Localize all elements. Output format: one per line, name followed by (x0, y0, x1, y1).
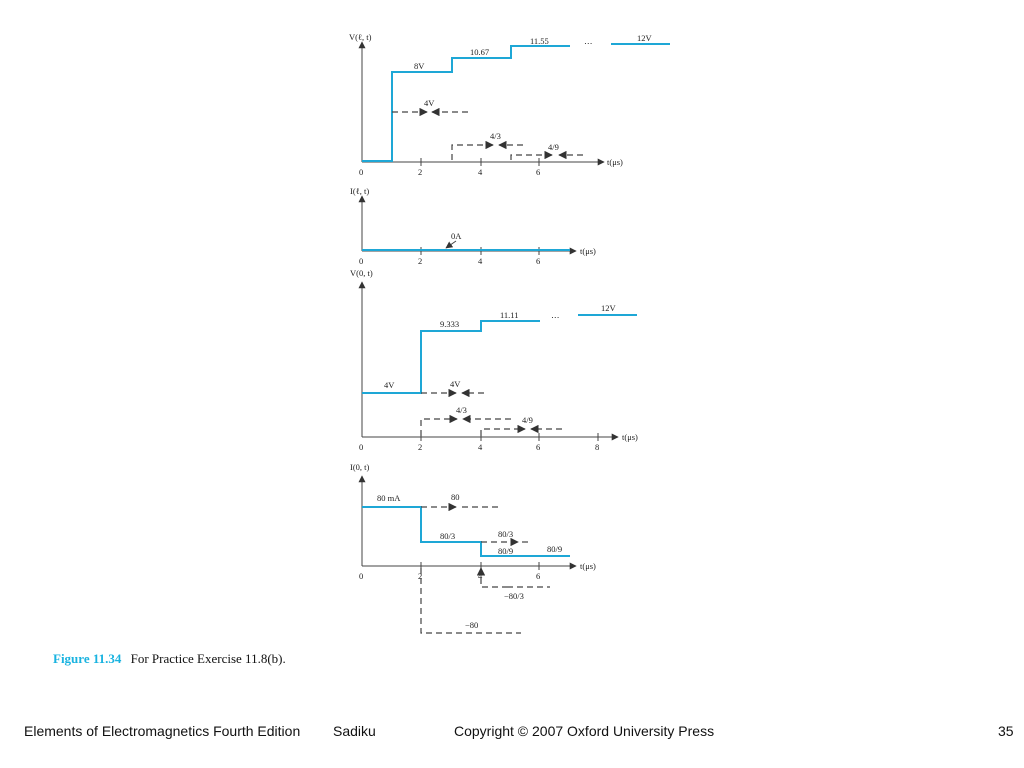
tick-label: 6 (536, 442, 540, 452)
current-waveform (362, 506, 570, 557)
level-label: 4V (384, 380, 395, 390)
tick-label: 2 (418, 256, 422, 266)
wave-label: 80/9 (547, 544, 562, 554)
y-axis-label: V(0, t) (350, 268, 373, 278)
voltage-waveform (362, 320, 540, 394)
tick-label: 8 (595, 442, 599, 452)
wave-label: −80 (465, 620, 478, 630)
tick-label: 2 (418, 571, 422, 581)
tick-label: 0 (359, 571, 363, 581)
final-value-label: 12V (601, 303, 617, 313)
ellipsis: ⋯ (584, 38, 593, 48)
level-label: 80/3 (440, 531, 455, 541)
plot-v-source: V(0, t) t(μs) 0 2 4 6 8 4V 9.333 11.11 ⋯… (350, 268, 638, 452)
level-label: 8V (414, 61, 425, 71)
figure-number: Figure 11.34 (53, 651, 122, 666)
wave-label: 4/3 (456, 405, 467, 415)
figure-diagram: V(ℓ, t) t(μs) 0 2 4 6 8V 10.67 11.55 ⋯ 1… (349, 32, 670, 634)
final-value-label: 12V (637, 33, 653, 43)
tick-label: 0 (359, 256, 363, 266)
footer-author: Sadiku (333, 723, 376, 739)
x-axis-label: t(μs) (607, 157, 623, 167)
caption-text: For Practice Exercise 11.8(b). (130, 651, 286, 666)
tick-label: 0 (359, 167, 363, 177)
tick-label: 4 (478, 442, 483, 452)
level-label: 80 mA (377, 493, 401, 503)
level-label: 9.333 (440, 319, 459, 329)
plot-i-load: I(ℓ, t) t(μs) 0 2 4 6 0A (350, 186, 596, 266)
wave-label: 4/3 (490, 131, 501, 141)
y-axis-label: V(ℓ, t) (349, 32, 372, 42)
figure-caption: Figure 11.34 For Practice Exercise 11.8(… (53, 651, 286, 667)
footer-copyright: Copyright © 2007 Oxford University Press (454, 723, 715, 739)
wave-label: 4V (424, 98, 435, 108)
wave-label: 80 (451, 492, 460, 502)
tick-label: 2 (418, 442, 422, 452)
wave-label: 80/3 (498, 529, 513, 539)
tick-label: 6 (536, 571, 540, 581)
plot-v-load: V(ℓ, t) t(μs) 0 2 4 6 8V 10.67 11.55 ⋯ 1… (349, 32, 670, 177)
tick-label: 0 (359, 442, 363, 452)
tick-label: 6 (536, 167, 540, 177)
y-axis-label: I(0, t) (350, 462, 370, 472)
voltage-waveform (362, 45, 570, 162)
wave-label: 4V (450, 379, 461, 389)
x-axis-label: t(μs) (580, 561, 596, 571)
zero-current-label: 0A (451, 231, 462, 241)
level-label: 11.55 (530, 36, 549, 46)
tick-label: 2 (418, 167, 422, 177)
tick-label: 4 (478, 256, 483, 266)
plot-i-source: I(0, t) t(μs) 0 2 4 6 80 mA 80/3 80/9 80… (350, 462, 596, 634)
footer-book-title: Elements of Electromagnetics Fourth Edit… (24, 723, 301, 739)
wave-label: −80/3 (504, 591, 524, 601)
level-label: 10.67 (470, 47, 489, 57)
tick-label: 6 (536, 256, 540, 266)
level-label: 80/9 (498, 546, 513, 556)
level-label: 11.11 (500, 310, 519, 320)
ellipsis: ⋯ (551, 312, 560, 322)
tick-label: 4 (478, 571, 483, 581)
x-axis-label: t(μs) (580, 246, 596, 256)
tick-label: 4 (478, 167, 483, 177)
x-axis-label: t(μs) (622, 432, 638, 442)
y-axis-label: I(ℓ, t) (350, 186, 369, 196)
wave-label: 4/9 (548, 142, 559, 152)
footer-page-number: 35 (998, 723, 1014, 739)
wave-label: 4/9 (522, 415, 533, 425)
